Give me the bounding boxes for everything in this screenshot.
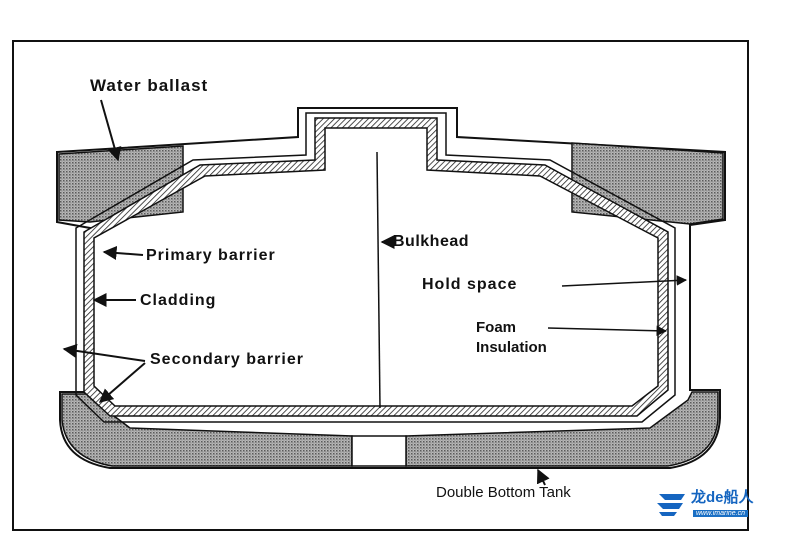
double-bottom-tank-left: [61, 393, 353, 467]
watermark-url: www.imarine.cn: [693, 510, 749, 517]
watermark-text: 龙de船人: [691, 489, 754, 506]
hull-outline: [56, 107, 726, 469]
label-foam-insulation: Foam Insulation: [476, 319, 547, 356]
label-primary-barrier: Primary barrier: [146, 247, 276, 264]
arrow-secondary-barrier-2: [98, 362, 146, 403]
insulation-hatched-layer: [83, 117, 669, 417]
arrow-primary-barrier: [102, 245, 144, 260]
arrow-hold-space: [561, 275, 688, 287]
arrow-double-bottom: [536, 468, 550, 486]
label-water-ballast: Water ballast: [90, 76, 209, 95]
duct-keel: [351, 435, 407, 467]
arrow-secondary-barrier-1: [62, 343, 146, 362]
watermark-logo: 龙de船人 www.imarine.cn: [655, 486, 770, 522]
watermark-icon: [657, 494, 685, 516]
figure-frame: [12, 40, 749, 531]
label-hold-space: Hold space: [422, 276, 518, 293]
double-bottom-tank-right: [405, 391, 719, 467]
label-cladding: Cladding: [140, 292, 217, 309]
secondary-barrier-line: [75, 112, 676, 423]
arrow-water-ballast: [100, 99, 122, 162]
label-bulkhead: Bulkhead: [393, 233, 470, 250]
centre-bulkhead: [376, 151, 381, 409]
label-secondary-barrier: Secondary barrier: [150, 351, 304, 368]
label-double-bottom-tank: Double Bottom Tank: [436, 484, 571, 501]
arrow-foam-insulation: [547, 325, 668, 337]
